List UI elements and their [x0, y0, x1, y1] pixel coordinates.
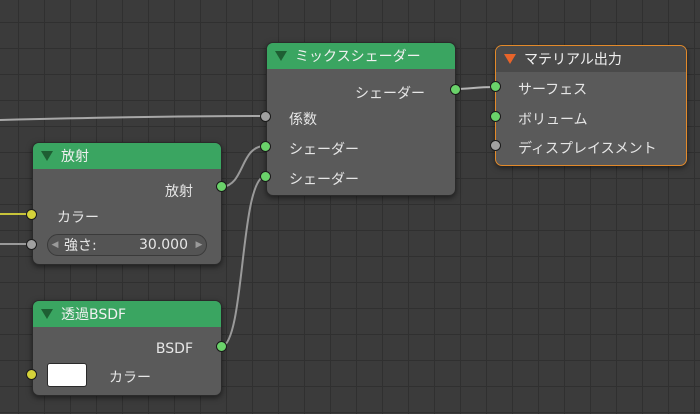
transparent-bsdf-color-label: カラー [109, 370, 151, 386]
mix-shader-fac-label: 係数 [289, 112, 317, 128]
collapse-triangle-icon[interactable] [275, 51, 287, 61]
mix-shader-input2-socket[interactable] [260, 171, 271, 182]
emission-color-socket[interactable] [26, 209, 37, 220]
material-output-title: マテリアル出力 [524, 52, 622, 68]
material-output-volume-socket[interactable] [490, 111, 501, 122]
strength-field[interactable]: ◀ 強さ: 30.000 ▶ [47, 234, 207, 256]
material-output-surface-label: サーフェス [518, 82, 588, 98]
emission-color-label: カラー [57, 210, 99, 226]
color-swatch[interactable] [47, 363, 87, 387]
mix-shader-node[interactable]: ミックスシェーダー シェーダー 係数 シェーダー シェーダー [266, 42, 456, 196]
emission-header[interactable]: 放射 [33, 143, 221, 169]
material-output-displacement-socket[interactable] [490, 140, 501, 151]
material-output-node[interactable]: マテリアル出力 サーフェス ボリューム ディスプレイスメント [495, 45, 687, 166]
mix-shader-input2-label: シェーダー [289, 172, 359, 188]
mix-shader-title: ミックスシェーダー [295, 49, 421, 65]
transparent-bsdf-header[interactable]: 透過BSDF [33, 301, 221, 327]
emission-output-label: 放射 [165, 184, 193, 200]
material-output-surface-socket[interactable] [490, 81, 501, 92]
collapse-triangle-icon[interactable] [41, 309, 53, 319]
collapse-triangle-icon[interactable] [504, 54, 516, 64]
material-output-displacement-label: ディスプレイスメント [518, 141, 657, 157]
mix-shader-header[interactable]: ミックスシェーダー [267, 43, 455, 69]
material-output-header[interactable]: マテリアル出力 [496, 46, 686, 72]
transparent-bsdf-node[interactable]: 透過BSDF BSDF カラー [32, 300, 222, 396]
strength-value: 30.000 [139, 237, 188, 253]
mix-shader-input1-socket[interactable] [260, 141, 271, 152]
strength-label: 強さ: [64, 238, 97, 254]
link-mix-to-output [454, 86, 496, 90]
transparent-bsdf-output-label: BSDF [155, 341, 193, 357]
material-output-volume-label: ボリューム [518, 112, 588, 128]
mix-shader-fac-socket[interactable] [260, 111, 271, 122]
mix-shader-input1-label: シェーダー [289, 142, 359, 158]
mix-shader-output-socket[interactable] [450, 84, 461, 95]
transparent-bsdf-output-socket[interactable] [216, 341, 227, 352]
link-emission-to-mix [221, 145, 266, 188]
collapse-triangle-icon[interactable] [41, 151, 53, 161]
link-transparent-to-mix [221, 175, 266, 348]
transparent-bsdf-title: 透過BSDF [61, 307, 127, 323]
emission-title: 放射 [61, 149, 89, 165]
emission-node[interactable]: 放射 放射 カラー ◀ 強さ: 30.000 ▶ [32, 142, 222, 265]
transparent-bsdf-color-socket[interactable] [26, 369, 37, 380]
increment-arrow-icon[interactable]: ▶ [195, 240, 203, 250]
decrement-arrow-icon[interactable]: ◀ [51, 240, 59, 250]
link-fac [0, 115, 267, 121]
mix-shader-output-label: シェーダー [355, 86, 425, 102]
emission-output-socket[interactable] [216, 181, 227, 192]
emission-strength-socket[interactable] [26, 239, 37, 250]
